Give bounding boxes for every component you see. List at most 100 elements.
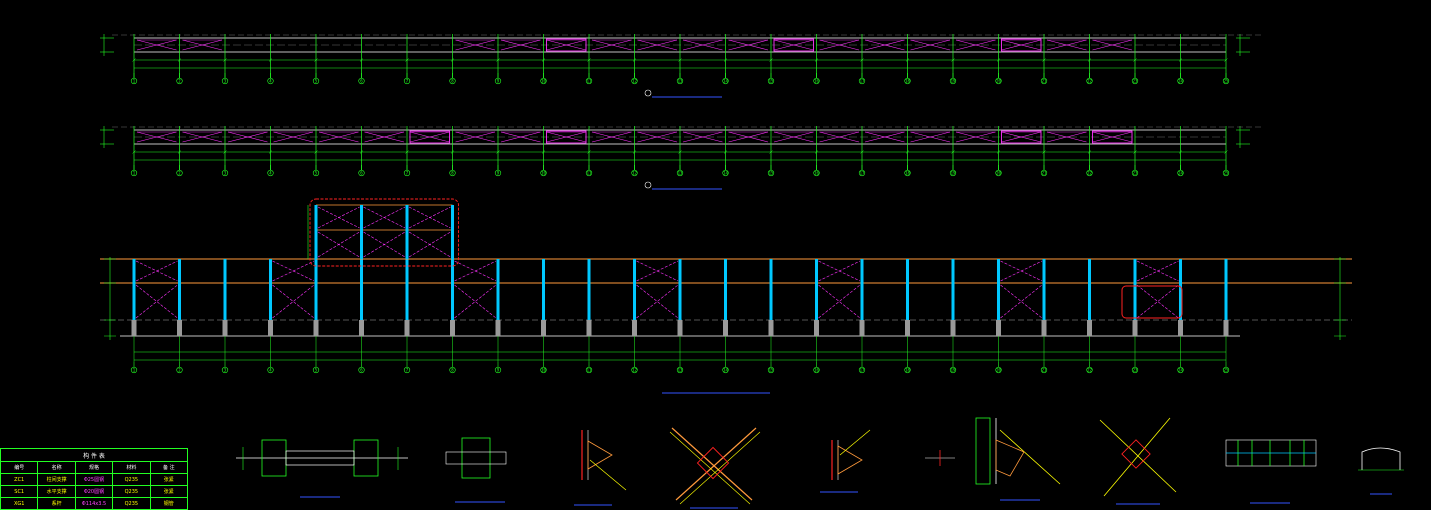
column-pedestal — [1178, 320, 1183, 336]
axis-bubble — [1177, 366, 1184, 374]
axis-bubble — [221, 169, 229, 177]
axis-bubble — [585, 366, 593, 374]
axis-label: 22 — [1087, 171, 1092, 176]
dim-tick — [1133, 150, 1137, 154]
axis-label: 25 — [1224, 368, 1229, 373]
axis-label: 18 — [905, 368, 910, 373]
dim-tick — [177, 58, 182, 62]
axis-bubble — [949, 169, 957, 177]
axis-label: 5 — [315, 79, 318, 84]
dim-tick — [678, 58, 682, 62]
axis-label: 24 — [1178, 368, 1183, 373]
axis-bubble — [631, 366, 638, 374]
crossing-rod — [675, 427, 757, 501]
column-brace — [1000, 260, 1043, 282]
steel-column — [678, 259, 682, 320]
axis-label: 7 — [406, 79, 409, 84]
roof-brace — [864, 131, 905, 143]
axis-label: 11 — [587, 368, 592, 373]
axis-bubble — [267, 366, 274, 374]
axis-bubble — [312, 169, 320, 177]
roof-brace — [910, 39, 951, 51]
table-cell: 柱间支撑 — [37, 473, 76, 486]
dim-tick — [132, 150, 136, 154]
column-pedestal — [677, 320, 683, 336]
column-pedestal — [905, 320, 910, 336]
axis-label: 20 — [996, 368, 1001, 373]
roof-brace — [637, 131, 678, 143]
axis-label: 2 — [178, 368, 181, 373]
upper-column — [405, 205, 409, 259]
table-cell: 张紧 — [149, 473, 189, 486]
axis-label: 16 — [814, 79, 819, 84]
column-pedestal — [1087, 320, 1092, 336]
axis-bubble — [676, 77, 684, 85]
axis-bubble — [904, 169, 911, 177]
axis-label: 22 — [1087, 368, 1092, 373]
table-cell: XG1 — [0, 497, 39, 510]
axis-bubble — [585, 169, 593, 177]
axis-label: 12 — [632, 79, 637, 84]
steel-column — [1224, 259, 1228, 320]
axis-bubble — [767, 366, 775, 374]
axis-label: 4 — [269, 79, 272, 84]
axis-label: 23 — [1133, 171, 1138, 176]
steel-column — [451, 259, 454, 320]
crossing-rod-edge — [679, 431, 761, 505]
axis-bubble — [904, 366, 911, 374]
dim-tick — [1224, 58, 1228, 62]
axis-label: 17 — [860, 171, 865, 176]
steel-column — [269, 259, 272, 320]
axis-bubble — [631, 77, 638, 85]
table-cell: Φ114x3.5 — [74, 497, 114, 510]
dim-tick — [905, 58, 910, 62]
plan-title-bubble — [644, 181, 652, 189]
roof-brace — [546, 131, 587, 143]
upper-brace — [363, 231, 406, 258]
axis-label: 12 — [632, 368, 637, 373]
axis-bubble — [722, 169, 729, 177]
axis-bubble — [403, 366, 411, 374]
axis-bubble — [995, 366, 1002, 374]
axis-bubble — [585, 77, 593, 85]
axis-bubble — [1086, 169, 1093, 177]
table-cell: ZC1 — [0, 473, 39, 486]
upper-brace — [408, 231, 451, 258]
table-cell: Q235 — [112, 497, 151, 510]
column-pedestal — [495, 320, 501, 336]
axis-bubble — [221, 77, 229, 85]
column-pedestal — [1223, 320, 1229, 336]
axis-bubble — [949, 366, 957, 374]
dim-tick — [359, 58, 364, 62]
crossing-rod-edge — [669, 431, 751, 505]
column-pedestal — [541, 320, 546, 336]
axis-label: 3 — [224, 368, 227, 373]
highlight-bay — [546, 38, 587, 52]
axis-bubble — [358, 169, 365, 177]
axis-bubble — [858, 366, 866, 374]
axis-label: 5 — [315, 171, 318, 176]
dim-tick — [769, 58, 773, 62]
steel-column — [860, 259, 864, 320]
dim-tick — [1224, 150, 1228, 154]
axis-bubble — [540, 366, 547, 374]
axis-bubble — [722, 366, 729, 374]
axis-label: 20 — [996, 79, 1001, 84]
detail-brace-a-gusset — [587, 440, 613, 470]
table-cell: 编号 — [0, 461, 39, 474]
dim-tick — [314, 58, 318, 62]
dim-tick — [132, 58, 136, 62]
highlight-bay — [1092, 130, 1133, 144]
axis-bubble — [904, 77, 911, 85]
roof-brace — [728, 131, 769, 143]
dim-tick — [1042, 150, 1046, 154]
table-cell: Φ25圆钢 — [74, 473, 114, 486]
dim-tick — [496, 150, 500, 154]
roof-brace — [136, 39, 177, 51]
table-cell: 备 注 — [149, 461, 189, 474]
axis-label: 18 — [905, 79, 910, 84]
axis-label: 14 — [723, 171, 728, 176]
axis-label: 6 — [360, 368, 363, 373]
